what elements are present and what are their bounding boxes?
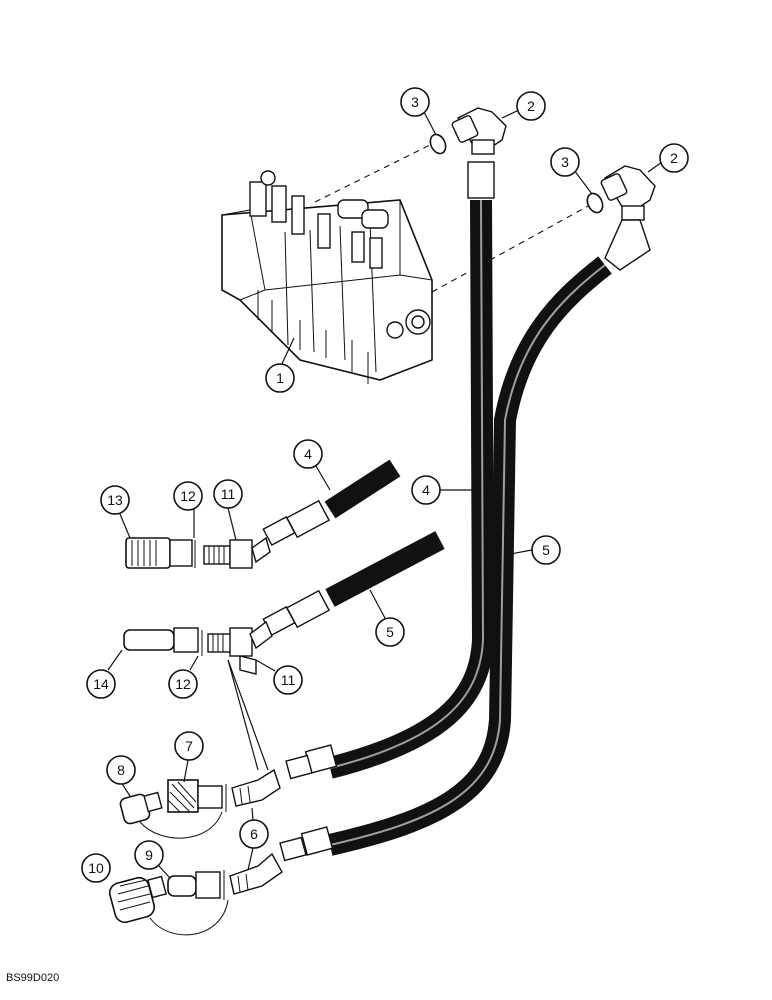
callout-8: 8 — [106, 755, 136, 785]
callout-11-lower-label: 11 — [281, 672, 296, 688]
elbow-adapter-11-lower — [207, 620, 273, 675]
callout-5-short-hose: 5 — [375, 617, 405, 647]
callout-11-lower: 11 — [273, 665, 303, 695]
callout-13-label: 13 — [107, 492, 123, 508]
hose-4-short — [262, 459, 401, 546]
dust-cap-8 — [119, 791, 163, 825]
connection-line-lower — [431, 204, 591, 293]
callout-2-lower-label: 2 — [670, 150, 678, 166]
callout-3-lower-label: 3 — [561, 154, 569, 170]
callout-9-label: 9 — [145, 847, 153, 863]
callout-8-label: 8 — [117, 762, 125, 778]
control-valve-assembly — [221, 170, 433, 384]
figure-code: BS99D020 — [6, 972, 60, 984]
callout-12-lower: 12 — [168, 669, 198, 699]
hose-5-long — [279, 219, 651, 862]
tether-8 — [139, 811, 223, 839]
callout-4-long-hose-label: 4 — [422, 482, 430, 498]
elbow-fitting-upper — [451, 107, 507, 155]
leader-11-a — [227, 659, 259, 771]
callout-5-long-hose: 5 — [531, 535, 561, 565]
elbow-adapter-45-upper — [231, 768, 281, 807]
callout-3-upper: 3 — [400, 87, 430, 117]
callout-12-lower-label: 12 — [175, 676, 191, 692]
callout-3-upper-label: 3 — [411, 94, 419, 110]
callout-1: 1 — [265, 363, 295, 393]
callout-2-upper-label: 2 — [527, 98, 535, 114]
elbow-adapter-11-upper — [203, 536, 271, 569]
elbow-fitting-lower — [600, 165, 656, 221]
leader-11-b — [227, 659, 269, 771]
connection-line-upper — [314, 139, 441, 203]
callout-5-long-hose-label: 5 — [542, 542, 550, 558]
callout-2-lower: 2 — [659, 143, 689, 173]
callout-5-short-hose-label: 5 — [386, 624, 394, 640]
callout-7-label: 7 — [185, 738, 193, 754]
o-ring-lower — [586, 192, 604, 214]
tether-10 — [149, 899, 229, 936]
leader-lines — [107, 109, 663, 879]
male-coupler-14 — [123, 627, 199, 653]
callout-3-lower: 3 — [550, 147, 580, 177]
callout-11-upper: 11 — [213, 479, 243, 509]
callout-4-short-hose: 4 — [293, 439, 323, 469]
callout-6: 6 — [239, 819, 269, 849]
elbow-adapter-45-lower — [229, 852, 283, 895]
callout-7: 7 — [174, 731, 204, 761]
female-coupler-13 — [125, 537, 193, 569]
callout-4-long-hose: 4 — [411, 475, 441, 505]
male-coupler-9 — [167, 871, 221, 899]
callout-11-upper-label: 11 — [221, 486, 236, 502]
callout-10-label: 10 — [88, 860, 104, 876]
callout-9: 9 — [134, 840, 164, 870]
callout-14-label: 14 — [93, 676, 109, 692]
hose-4-long — [285, 161, 495, 780]
callout-4-short-hose-label: 4 — [304, 446, 312, 462]
dust-cap-10 — [108, 875, 167, 924]
callout-10: 10 — [81, 853, 111, 883]
callout-1-label: 1 — [276, 370, 284, 386]
hose-5-short — [262, 531, 445, 636]
callout-2-upper: 2 — [516, 91, 546, 121]
callout-6-label: 6 — [250, 826, 258, 842]
female-coupler-7 — [167, 779, 223, 813]
callout-14: 14 — [86, 669, 116, 699]
callout-12-upper-label: 12 — [180, 488, 196, 504]
callout-12-upper: 12 — [173, 481, 203, 511]
callout-13: 13 — [100, 485, 130, 515]
o-ring-upper — [429, 133, 447, 155]
